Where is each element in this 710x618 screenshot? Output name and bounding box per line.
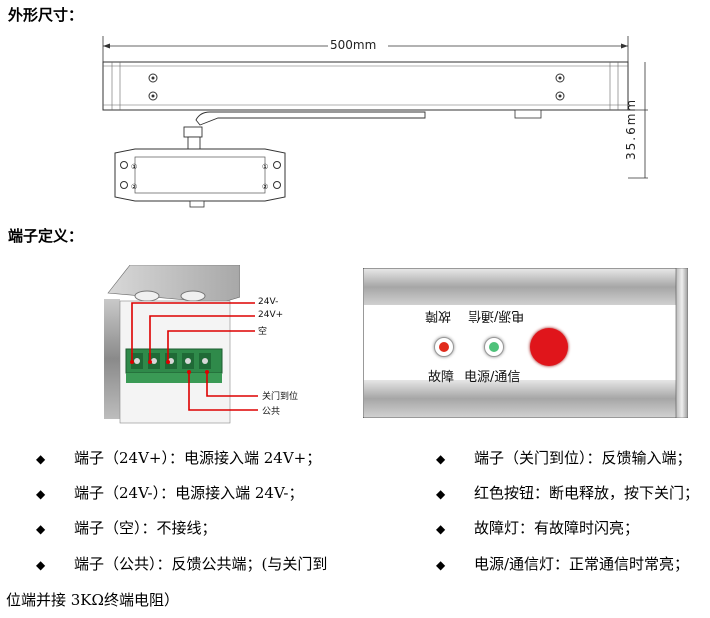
svg-text:②: ②	[131, 183, 137, 191]
terminal-label-common: 公共	[262, 407, 281, 417]
list-item: ◆端子（关门到位）：反馈输入端；	[436, 449, 692, 467]
list-item: ◆端子（24V+）：电源接入端 24V+；	[36, 449, 322, 467]
svg-text:②: ②	[262, 183, 268, 191]
continuation-text: 位端并接 3KΩ终端电阻）	[6, 591, 179, 609]
red-release-button[interactable]	[530, 328, 568, 366]
terminal-heading: 端子定义：	[8, 227, 84, 245]
list-item: ◆故障灯：有故障时闪亮；	[436, 519, 640, 537]
outline-drawing: ① ② ① ②	[102, 36, 648, 208]
list-item: ◆端子（公共）：反馈公共端；(与关门到	[36, 555, 328, 573]
power-comm-label: 电源/通信	[464, 370, 521, 385]
power-comm-led	[484, 337, 504, 357]
fault-led	[434, 337, 454, 357]
terminal-label-door-closed: 关门到位	[262, 392, 299, 402]
list-item: ◆端子（24V-）：电源接入端 24V-；	[36, 484, 304, 502]
list-item: ◆端子（空）：不接线；	[36, 519, 217, 537]
terminal-photo	[100, 264, 241, 425]
fault-label: 故障	[428, 370, 455, 385]
fault-label-mirrored: 故障	[425, 308, 452, 323]
list-item: ◆电源/通信灯：正常通信时常亮；	[436, 555, 690, 573]
outline-heading: 外形尺寸：	[8, 6, 84, 24]
svg-text:①: ①	[262, 163, 268, 171]
power-comm-label-mirrored: 电源/通信	[468, 308, 525, 323]
terminal-label-empty: 空	[258, 327, 268, 337]
dimension-length: 500mm	[330, 38, 377, 52]
svg-text:①: ①	[131, 163, 137, 171]
control-panel	[362, 267, 689, 419]
terminal-label-24v-plus: 24V+	[258, 310, 284, 320]
terminal-label-24v-minus: 24V-	[258, 297, 279, 307]
list-item: ◆红色按钮：断电释放，按下关门；	[436, 484, 700, 502]
